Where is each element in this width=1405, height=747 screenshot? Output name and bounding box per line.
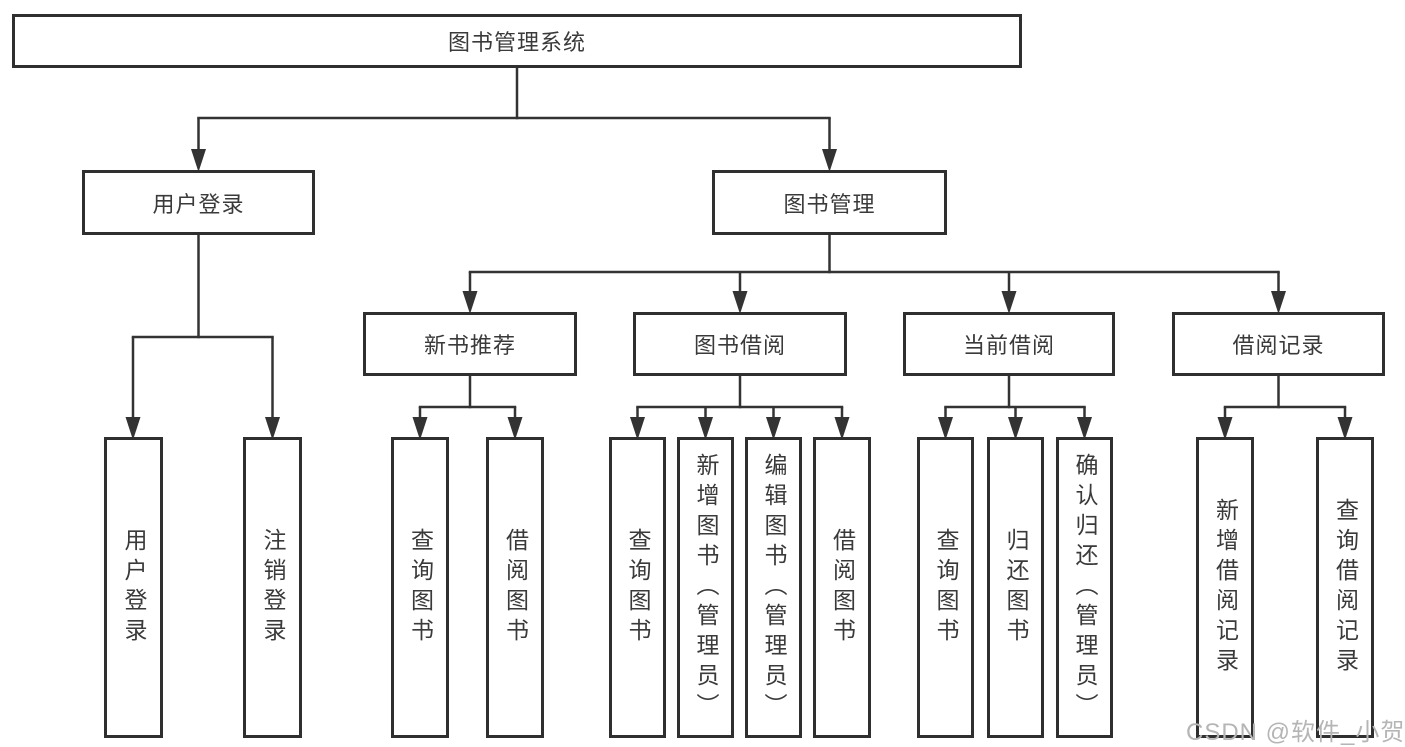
- leaf-edit-books-admin: 编辑图书（管理员）: [745, 437, 802, 738]
- leaf-label: 借阅图书: [829, 527, 856, 648]
- node-book-management-label: 图书管理: [783, 191, 876, 217]
- arrowheads: [125, 149, 1353, 440]
- leaf-confirm-return-admin: 确认归还（管理员）: [1056, 437, 1113, 738]
- arrow-down-icon: [462, 291, 478, 314]
- leaf-user-login: 用户登录: [104, 437, 163, 738]
- arrow-down-icon: [938, 417, 953, 440]
- leaf-query-books-recommend: 查询图书: [391, 437, 449, 738]
- arrow-down-icon: [1008, 417, 1023, 440]
- arrow-down-icon: [822, 149, 837, 172]
- leaf-label: 新增图书（管理员）: [693, 452, 719, 723]
- leaf-borrow-books-recommend: 借阅图书: [486, 437, 544, 738]
- arrow-down-icon: [698, 417, 713, 440]
- node-book-management: 图书管理: [712, 170, 947, 235]
- leaf-query-books-borrowing: 查询图书: [609, 437, 666, 738]
- leaf-label: 查询图书: [933, 527, 959, 648]
- arrow-down-icon: [1337, 417, 1353, 440]
- leaf-label: 查询图书: [625, 527, 651, 648]
- node-book-borrowing-label: 图书借阅: [693, 333, 786, 358]
- leaf-label: 注销登录: [260, 527, 286, 648]
- leaf-label: 编辑图书（管理员）: [761, 452, 787, 723]
- leaf-add-books-admin: 新增图书（管理员）: [677, 437, 734, 738]
- node-root-label: 图书管理系统: [447, 30, 586, 55]
- leaf-query-borrow-record: 查询借阅记录: [1316, 437, 1374, 738]
- leaf-label: 查询借阅记录: [1332, 497, 1359, 678]
- arrow-down-icon: [1001, 291, 1017, 314]
- node-user-login-label: 用户登录: [152, 191, 245, 217]
- leaf-add-borrow-record: 新增借阅记录: [1196, 437, 1254, 738]
- node-borrowing-records: 借阅记录: [1172, 312, 1385, 376]
- arrow-down-icon: [191, 149, 206, 172]
- node-new-book-recommend-label: 新书推荐: [423, 333, 516, 358]
- leaf-label: 用户登录: [121, 527, 147, 648]
- arrow-down-icon: [507, 417, 523, 440]
- arrow-down-icon: [732, 291, 748, 314]
- leaf-label: 新增借阅记录: [1212, 497, 1239, 678]
- arrow-down-icon: [1217, 417, 1233, 440]
- watermark: CSDN @软件_小贺同学: [1186, 719, 1405, 746]
- arrow-down-icon: [766, 417, 781, 440]
- node-borrowing-records-label: 借阅记录: [1232, 333, 1325, 358]
- node-user-login: 用户登录: [82, 170, 315, 235]
- leaf-borrow-books-borrowing: 借阅图书: [813, 437, 871, 738]
- arrow-down-icon: [265, 417, 280, 440]
- arrow-down-icon: [412, 417, 428, 440]
- arrow-down-icon: [125, 417, 141, 440]
- node-current-borrowing-label: 当前借阅: [962, 333, 1055, 358]
- arrow-down-icon: [1271, 291, 1286, 314]
- leaf-label: 归还图书: [1003, 527, 1029, 648]
- node-current-borrowing: 当前借阅: [903, 312, 1115, 376]
- leaf-label: 借阅图书: [502, 527, 529, 648]
- leaf-label: 确认归还（管理员）: [1072, 452, 1098, 723]
- leaf-query-books-current: 查询图书: [917, 437, 974, 738]
- arrow-down-icon: [834, 417, 850, 440]
- leaf-logout: 注销登录: [243, 437, 302, 738]
- node-book-borrowing: 图书借阅: [633, 312, 847, 376]
- node-root: 图书管理系统: [12, 14, 1022, 68]
- leaf-label: 查询图书: [407, 527, 434, 648]
- arrow-down-icon: [1077, 417, 1092, 440]
- arrow-down-icon: [630, 417, 645, 440]
- node-new-book-recommend: 新书推荐: [363, 312, 577, 376]
- leaf-return-books: 归还图书: [987, 437, 1044, 738]
